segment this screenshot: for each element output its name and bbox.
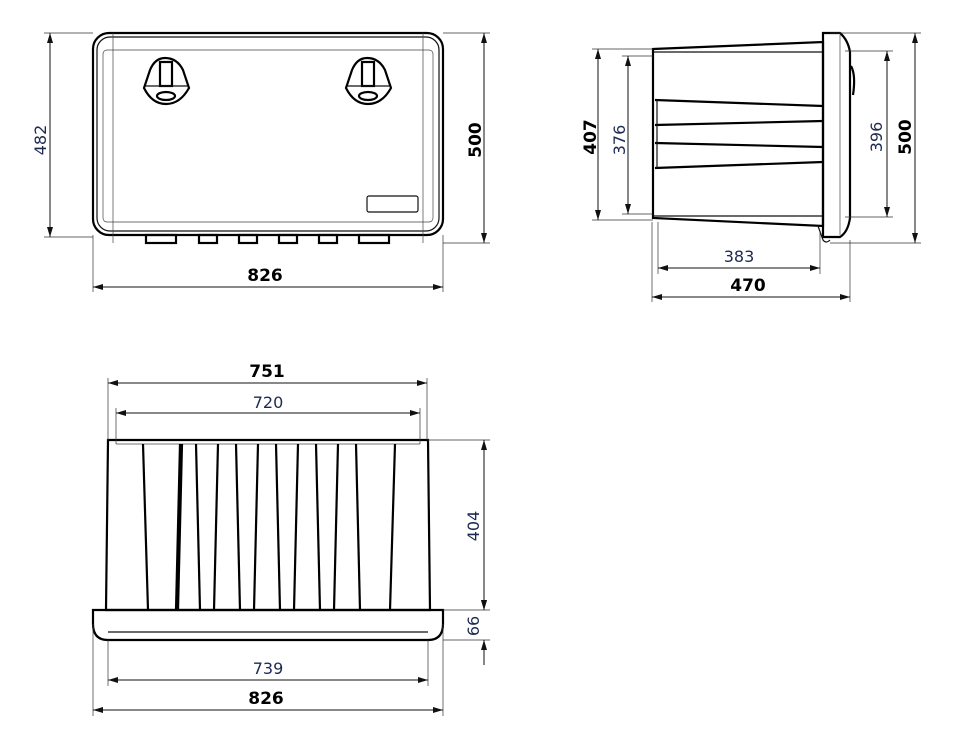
dim-label-739: 739 [253,659,284,678]
side-body [651,40,825,228]
dim-label-751: 751 [249,362,285,382]
dim-label-407: 407 [581,119,601,155]
lock-handle-left-icon [142,56,191,106]
lock-handle-right-icon [344,56,393,106]
side-handle [850,65,856,96]
bottom-base [91,608,445,642]
dim-label-500-side: 500 [896,119,916,155]
dim-label-376: 376 [610,125,629,156]
dim-label-482: 482 [31,125,50,156]
front-view: 482 500 826 [31,31,490,292]
dim-label-396: 396 [867,122,886,153]
dim-label-500: 500 [466,122,486,158]
dim-label-383: 383 [724,247,755,266]
bottom-body [104,438,432,612]
dim-label-826-bottom: 826 [248,689,284,709]
side-view: 407 376 396 500 383 470 [581,31,921,302]
ribs [141,443,397,611]
dim-label-66: 66 [464,616,483,636]
lid-panel [102,49,434,223]
dim-label-404: 404 [464,511,483,542]
dim-label-826: 826 [247,266,283,286]
label-plate [366,195,419,213]
dim-label-470: 470 [730,276,766,296]
side-lid [821,31,852,239]
feet [144,233,391,245]
box-outline [91,31,445,237]
dim-label-720: 720 [253,393,284,412]
bottom-view: 751 720 404 66 739 826 [91,362,490,716]
